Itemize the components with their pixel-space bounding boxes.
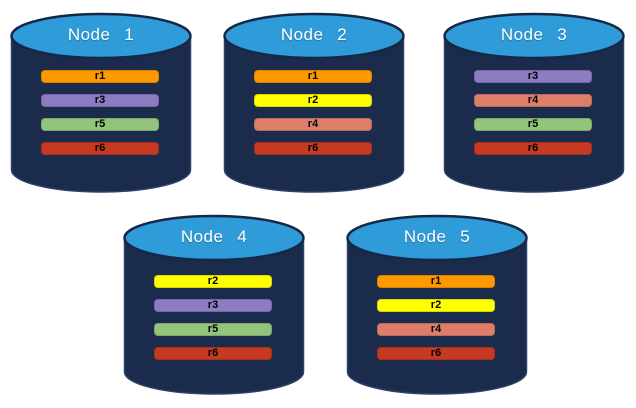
node-3-replica-r6: r6: [474, 142, 592, 155]
node-5-replica-r4: r4: [377, 323, 495, 336]
replica-label: r5: [94, 118, 106, 130]
node-5: Node 5 r1 r2 r4 r6: [346, 214, 528, 396]
replica-label: r2: [307, 94, 319, 106]
replica-label: r3: [207, 299, 219, 311]
node-1-replica-r5: r5: [41, 118, 159, 131]
node-4: Node 4 r2 r3 r5 r6: [123, 214, 305, 396]
replica-label: r6: [307, 142, 319, 154]
replica-label: r6: [527, 142, 539, 154]
node-2: Node 2 r1 r2 r4 r6: [223, 12, 405, 194]
replica-label: r6: [207, 347, 219, 359]
node-1-replica-r3: r3: [41, 94, 159, 107]
node-4-replica-r5: r5: [154, 323, 272, 336]
replica-label: r2: [207, 275, 219, 287]
node-5-replica-r1: r1: [377, 275, 495, 288]
node-5-replica-r6: r6: [377, 347, 495, 360]
node-4-label: Node 4: [180, 227, 248, 246]
replica-label: r4: [307, 118, 319, 130]
replica-label: r6: [430, 347, 442, 359]
replica-label: r4: [430, 323, 442, 335]
node-2-replica-r4: r4: [254, 118, 372, 131]
node-5-replica-r2: r2: [377, 299, 495, 312]
node-1-replica-r6: r6: [41, 142, 159, 155]
replica-label: r1: [307, 70, 319, 82]
node-2-replica-r1: r1: [254, 70, 372, 83]
replica-label: r5: [207, 323, 219, 335]
replica-label: r2: [430, 299, 442, 311]
node-4-replica-r3: r3: [154, 299, 272, 312]
replica-label: r1: [430, 275, 442, 287]
node-2-replica-r2: r2: [254, 94, 372, 107]
replica-label: r3: [94, 94, 106, 106]
node-1-label: Node 1: [67, 25, 135, 44]
node-1-replica-r1: r1: [41, 70, 159, 83]
node-4-replica-r2: r2: [154, 275, 272, 288]
node-2-replica-r6: r6: [254, 142, 372, 155]
node-3-replica-r4: r4: [474, 94, 592, 107]
replica-label: r3: [527, 70, 539, 82]
replica-label: r5: [527, 118, 539, 130]
node-2-label: Node 2: [280, 25, 348, 44]
node-5-label: Node 5: [403, 227, 471, 246]
node-4-replica-r6: r6: [154, 347, 272, 360]
node-3-label: Node 3: [500, 25, 568, 44]
replica-label: r6: [94, 142, 106, 154]
node-3-replica-r3: r3: [474, 70, 592, 83]
node-3-replica-r5: r5: [474, 118, 592, 131]
node-3: Node 3 r3 r4 r5 r6: [443, 12, 625, 194]
replica-label: r1: [94, 70, 106, 82]
node-1: Node 1 r1 r3 r5 r6: [10, 12, 192, 194]
replica-label: r4: [527, 94, 539, 106]
